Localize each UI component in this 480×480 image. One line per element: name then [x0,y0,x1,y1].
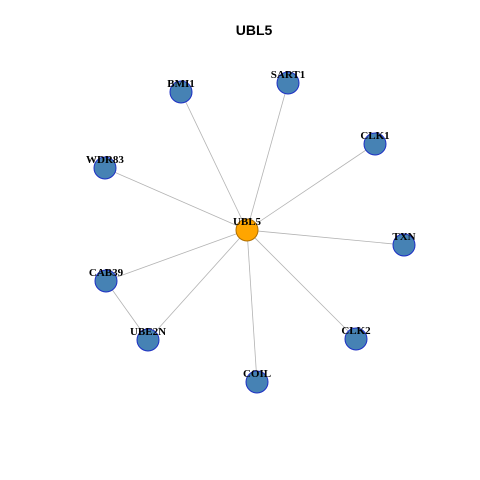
node-label-sart1: SART1 [271,69,305,81]
node-label-wdr83: WDR83 [86,154,124,166]
node-circle-ube2n [136,328,160,352]
edge-ubl5-coil [246,229,258,383]
node-cab39: CAB39 [89,267,124,293]
node-bmi1: BMI1 [167,78,195,104]
node-circle-clk2 [344,327,368,351]
node-label-clk1: CLK1 [360,130,389,142]
node-label-coil: COIL [243,368,271,380]
node-wdr83: WDR83 [86,154,124,180]
node-label-txn: TXN [392,231,415,243]
node-ube2n: UBE2N [130,326,166,352]
edge-ubl5-cab39 [105,229,248,282]
node-circle-ubl5 [235,218,259,242]
node-circle-cab39 [94,269,118,293]
node-circle-clk1 [363,132,387,156]
edge-cab39-ube2n [105,280,149,341]
node-label-ubl5: UBL5 [233,216,262,228]
node-clk1: CLK1 [360,130,390,156]
diagram-title: UBL5 [236,22,273,38]
node-label-clk2: CLK2 [341,325,371,337]
edge-ubl5-bmi1 [180,91,248,231]
node-label-bmi1: BMI1 [167,78,195,90]
node-circle-coil [245,370,269,394]
node-clk2: CLK2 [341,325,371,351]
edges-layer [104,82,405,383]
edge-ubl5-sart1 [246,82,289,231]
edge-ubl5-clk2 [246,229,357,340]
node-circle-bmi1 [169,80,193,104]
node-circle-sart1 [276,71,300,95]
node-sart1: SART1 [271,69,305,95]
edge-ubl5-wdr83 [104,167,248,231]
node-label-cab39: CAB39 [89,267,124,279]
edge-ubl5-ube2n [147,229,248,341]
node-ubl5: UBL5 [233,216,262,242]
node-coil: COIL [243,368,271,394]
node-txn: TXN [392,231,416,257]
edge-ubl5-clk1 [246,143,376,231]
node-circle-txn [392,233,416,257]
node-label-ube2n: UBE2N [130,326,166,338]
edge-ubl5-txn [246,229,405,246]
node-circle-wdr83 [93,156,117,180]
